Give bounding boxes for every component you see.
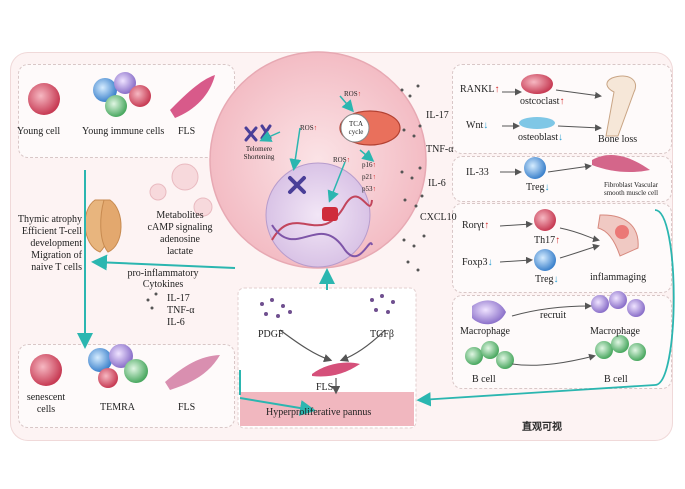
roryt-label: Rorγt↑ bbox=[462, 220, 489, 231]
tnf-label: TNF-α bbox=[426, 144, 453, 155]
cells-label: cells bbox=[18, 404, 74, 415]
fls-young-icon bbox=[170, 75, 215, 118]
fls-center-label: FLS bbox=[316, 382, 333, 393]
th17-label: Th17↑ bbox=[534, 235, 560, 246]
lactate-label: lactate bbox=[140, 246, 220, 257]
bone-icon bbox=[606, 76, 636, 136]
young-cell-icon bbox=[28, 83, 60, 115]
tnf-left-label: TNF-α bbox=[167, 305, 194, 316]
treg2-icon bbox=[534, 249, 556, 271]
p16-label: p16↑ bbox=[362, 161, 376, 169]
fls-senescent-label: FLS bbox=[178, 402, 195, 413]
temra-icon bbox=[88, 344, 148, 388]
il6-label: IL-6 bbox=[428, 178, 446, 189]
il17-label: IL-17 bbox=[426, 110, 449, 121]
tgfb-label: TGFβ bbox=[370, 329, 394, 340]
recruit-label: recruit bbox=[540, 310, 566, 321]
tca-label: TCA bbox=[342, 120, 370, 128]
fls-senescent-icon bbox=[165, 355, 220, 390]
p53-label: p53↑ bbox=[362, 185, 376, 193]
fibroblast-label: Fibroblast Vascular bbox=[588, 181, 674, 189]
wnt-label: Wnt↓ bbox=[466, 120, 488, 131]
macrophage2-label: Macrophage bbox=[590, 326, 640, 337]
pdgf-label: PDGF bbox=[258, 329, 284, 340]
il17-left-label: IL-17 bbox=[167, 293, 190, 304]
macrophage2-icon bbox=[591, 291, 645, 317]
osteoblast-label: osteoblast↓ bbox=[518, 132, 563, 143]
ros-left-label: ROS↑ bbox=[300, 124, 317, 132]
b-cell2-label: B cell bbox=[604, 374, 628, 385]
fls-young-label: FLS bbox=[178, 126, 195, 137]
cytokines-label: Cytokines bbox=[118, 279, 208, 290]
ros-mid-label: ROS↑ bbox=[333, 156, 350, 164]
macrophage-label: Macrophage bbox=[460, 326, 510, 337]
bone-loss-label: Bone loss bbox=[598, 134, 637, 145]
naive-tcells-label: naive T cells bbox=[12, 262, 82, 273]
p21-label: p21↑ bbox=[362, 173, 376, 181]
treg-label: Treg↓ bbox=[526, 182, 550, 193]
young-immune-cells-icon bbox=[93, 72, 151, 117]
il6-left-label: IL-6 bbox=[167, 317, 185, 328]
senescent-cell-icon bbox=[30, 354, 62, 386]
osteoclast-label: ostcoclast↑ bbox=[520, 96, 564, 107]
young-immune-cells-label: Young immune cells bbox=[82, 126, 164, 137]
pro-inflammatory-label: pro-inflammatory bbox=[118, 268, 208, 279]
il33-label: IL-33 bbox=[466, 167, 489, 178]
camp-label: cAMP signaling bbox=[140, 222, 220, 233]
treg2-label: Treg↓ bbox=[535, 274, 559, 285]
senescent-label: senescent bbox=[18, 392, 74, 403]
migration-label: Migration of bbox=[12, 250, 82, 261]
fibroblast-icon bbox=[592, 155, 650, 172]
b-cell-icon bbox=[465, 341, 514, 369]
osteoclast-icon bbox=[521, 74, 553, 94]
young-cell-label: Young cell bbox=[17, 126, 60, 137]
adenosine-label: adenosine bbox=[140, 234, 220, 245]
cycle-label: cycle bbox=[342, 128, 370, 136]
macrophage-icon bbox=[472, 300, 506, 324]
smooth-muscle-label: smooth muscle cell bbox=[588, 189, 674, 197]
b-cell-label: B cell bbox=[472, 374, 496, 385]
foxp3-label: Foxp3↓ bbox=[462, 257, 493, 268]
shortening-label: Shortening bbox=[234, 153, 284, 161]
temra-label: TEMRA bbox=[100, 402, 135, 413]
inflammaging-label: inflammaging bbox=[590, 272, 646, 283]
brand-logo: 直观可视 bbox=[522, 418, 562, 433]
b-cell2-icon bbox=[595, 335, 646, 361]
thymic-atrophy-label: Thymic atrophy bbox=[12, 214, 82, 225]
pannus-label: Hyperproliferative pannus bbox=[266, 407, 371, 418]
treg-icon bbox=[524, 157, 546, 179]
efficient-tcell-label: Efficient T-cell bbox=[12, 226, 82, 237]
th17-icon bbox=[534, 209, 556, 231]
telomere-label: Telomere bbox=[234, 145, 284, 153]
osteoblast-icon bbox=[519, 117, 555, 129]
thymus-icon bbox=[85, 200, 121, 252]
development-label: development bbox=[12, 238, 82, 249]
metabolites-label: Metabolites bbox=[140, 210, 220, 221]
cxcl10-label: CXCL10 bbox=[420, 212, 457, 223]
ros-top-label: ROS↑ bbox=[344, 90, 361, 98]
rankl-label: RANKL↑ bbox=[460, 84, 499, 95]
gene-highlight bbox=[322, 207, 338, 221]
